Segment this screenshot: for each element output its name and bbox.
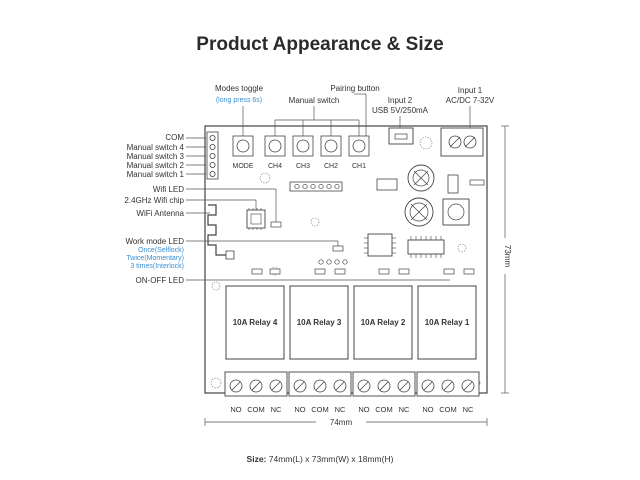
wifi-chip [246,209,266,229]
push-buttons [232,135,370,157]
terminal-label-com: COM [375,405,393,414]
wifi-antenna-label: WiFi Antenna [136,209,184,218]
button-label-ch3: CH3 [296,163,310,170]
work-mode-led [332,245,344,252]
mode-three-label: 3 times(Interlock) [130,263,184,270]
manual-switch-3-label: Manual switch 3 [126,152,184,161]
com-label: COM [165,133,184,142]
relay-4 [225,285,285,360]
button-label-mode: MODE [233,163,254,170]
page-title: Product Appearance & Size [196,34,444,55]
wifi-antenna [207,204,234,256]
terminal-label-nc: NC [463,405,474,414]
onoff-led-label: ON-OFF LED [135,276,184,285]
relay-label-2: 10A Relay 2 [361,318,406,327]
relays [225,285,477,360]
terminal-label-no: NO [358,405,369,414]
relay-label-1: 10A Relay 1 [425,318,470,327]
manual-switch-4-label: Manual switch 4 [126,143,184,152]
terminal-label-nc: NC [271,405,282,414]
input1-label: Input 1 [457,86,483,95]
size-label: Size: [246,454,267,464]
button-label-ch2: CH2 [324,163,338,170]
relay-2 [353,285,413,360]
input1-spec: AC/DC 7-32V [445,96,495,105]
width-dimension: 74mm [330,418,353,427]
relay-3 [289,285,349,360]
manual-switch-1-label: Manual switch 1 [126,170,184,179]
modes-toggle-hint: (long press 6s) [215,97,263,104]
terminal-label-com: COM [439,405,457,414]
wifi-led [270,221,282,228]
terminal-label-no: NO [230,405,241,414]
height-dimension: 73mm [503,245,512,268]
modes-toggle-label: Modes toggle [214,84,264,93]
relay-label-3: 10A Relay 3 [297,318,342,327]
input2-label: Input 2 [387,96,413,105]
wifi-led-label: Wifi LED [152,185,184,194]
usb-connector [388,127,414,145]
pairing-button-label: Pairing button [330,84,380,93]
button-label-ch4: CH4 [268,163,282,170]
size-line: Size: 74mm(L) x 73mm(W) x 18mm(H) [0,454,640,464]
manual-switch-2-label: Manual switch 2 [126,161,184,170]
terminal-label-no: NO [422,405,433,414]
work-mode-led-label: Work mode LED [125,237,184,246]
size-value: 74mm(L) x 73mm(W) x 18mm(H) [268,454,394,464]
input2-spec: USB 5V/250mA [371,106,429,115]
terminal-label-nc: NC [399,405,410,414]
button-label-ch1: CH1 [352,163,366,170]
terminal-label-nc: NC [335,405,346,414]
wifi-chip-label: 2.4GHz Wifi chip [124,196,184,205]
manual-switch-label: Manual switch [288,96,340,105]
mode-once-label: Once(Selflock) [138,247,184,254]
terminal-label-com: COM [311,405,329,414]
relay-label-4: 10A Relay 4 [233,318,278,327]
terminal-label-no: NO [294,405,305,414]
left-callout-lines [186,137,450,281]
onoff-leds [251,268,475,275]
top-callout-lines [242,93,471,136]
input1-terminal [440,127,484,157]
mode-twice-label: Twice(Momentary) [126,255,184,262]
relay-1 [417,285,477,360]
terminal-label-com: COM [247,405,265,414]
